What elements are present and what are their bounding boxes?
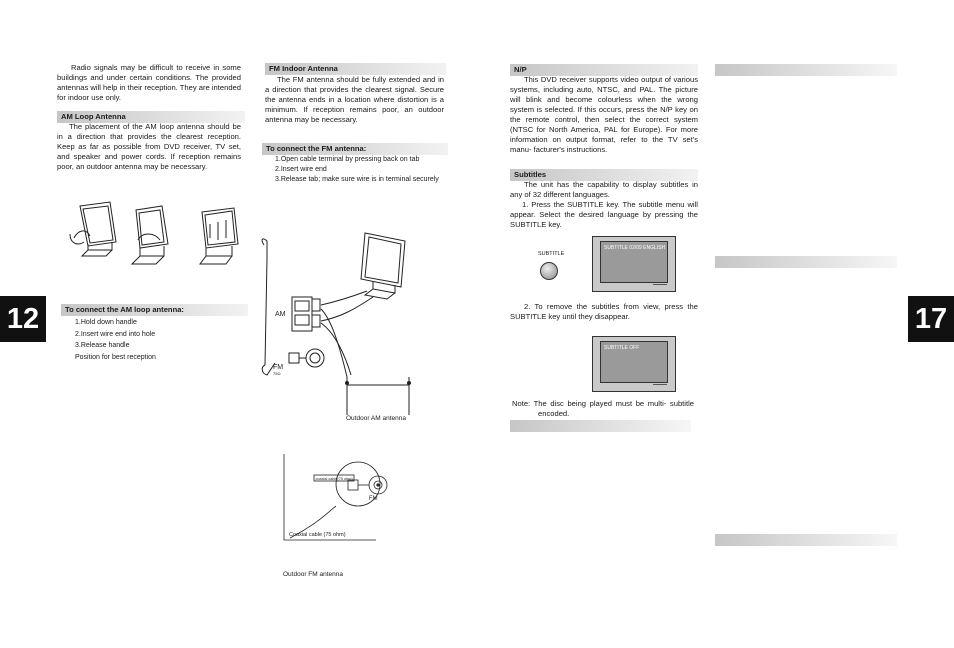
- fm-step: 2.Insert wire end: [275, 166, 327, 173]
- fm-indoor-paragraph: The FM antenna should be fully extended …: [265, 75, 444, 124]
- subtitles-heading: Subtitles: [510, 169, 698, 181]
- tv-controls: [653, 284, 667, 288]
- tv-osd-text-1: SUBTITLE 02/09 ENGLISH: [604, 245, 666, 251]
- subtitle-key-label: SUBTITLE: [538, 251, 565, 257]
- fm-connector-label: FM: [369, 496, 378, 502]
- tv-illustration-2: SUBTITLE OFF: [592, 336, 676, 392]
- am-step: 3.Release handle: [75, 342, 130, 349]
- coaxial-cable-label: Coaxial cable (75 ohm): [289, 532, 346, 538]
- tv-screen-1: SUBTITLE 02/09 ENGLISH: [600, 241, 668, 283]
- section-divider-bar: [510, 420, 691, 432]
- section-divider-bar: [715, 256, 897, 268]
- outdoor-fm-caption: Outdoor FM antenna: [283, 571, 343, 578]
- page-number-right: 17: [908, 296, 954, 342]
- np-heading: N/P: [510, 64, 698, 76]
- fm-connect-steps: 1.Open cable terminal by pressing back o…: [275, 155, 450, 185]
- am-step: 2.Insert wire end into hole: [75, 330, 156, 338]
- am-step: 1.Hold down handle: [75, 319, 137, 326]
- tv-osd-text-2: SUBTITLE OFF: [604, 345, 640, 351]
- outdoor-am-caption: Outdoor AM antenna: [346, 415, 406, 422]
- am-step: Position for best reception: [75, 353, 156, 361]
- am-terminal-label: AM: [275, 311, 286, 318]
- page-number-left: 12: [0, 296, 46, 342]
- fm-connect-heading: To connect the FM antenna:: [262, 143, 448, 155]
- fm-step: 3.Release tab; make sure wire is in term…: [275, 176, 439, 183]
- am-connect-steps: 1.Hold down handle 2.Insert wire end int…: [75, 317, 245, 363]
- am-loop-paragraph: The placement of the AM loop antenna sho…: [57, 122, 241, 171]
- note-text: Note: The disc being played must be mult…: [512, 399, 694, 418]
- tv-controls: [653, 384, 667, 388]
- fm-indoor-heading: FM Indoor Antenna: [265, 63, 446, 75]
- subtitles-intro: The unit has the capability to display s…: [510, 180, 698, 199]
- antenna-connection-diagram: AM FM 75Ω: [261, 232, 411, 415]
- subtitles-step2: 2. To remove the subtitles from view, pr…: [510, 302, 698, 321]
- np-paragraph: This DVD receiver supports video output …: [510, 75, 698, 154]
- tv-screen-2: SUBTITLE OFF: [600, 341, 668, 383]
- am-connect-heading: To connect the AM loop antenna:: [61, 304, 248, 316]
- am-loop-illustration: [69, 201, 239, 265]
- coax-cable-small-label: coaxial cable(75 ohm): [316, 477, 354, 481]
- subtitle-key-button: [540, 262, 558, 280]
- fm-ohm-label: 75Ω: [273, 371, 280, 376]
- intro-paragraph: Radio signals may be difficult to receiv…: [57, 63, 241, 102]
- outdoor-fm-diagram: coaxial cable(75 ohm) FM: [283, 454, 388, 541]
- subtitles-step1: 1. Press the SUBTITLE key. The subtitle …: [510, 200, 698, 229]
- am-loop-heading: AM Loop Antenna: [57, 111, 245, 123]
- section-divider-bar: [715, 534, 897, 546]
- fm-step: 1.Open cable terminal by pressing back o…: [275, 156, 420, 163]
- tv-illustration-1: SUBTITLE 02/09 ENGLISH: [592, 236, 676, 292]
- fm-terminal-label: FM: [273, 364, 283, 371]
- section-divider-bar: [715, 64, 897, 76]
